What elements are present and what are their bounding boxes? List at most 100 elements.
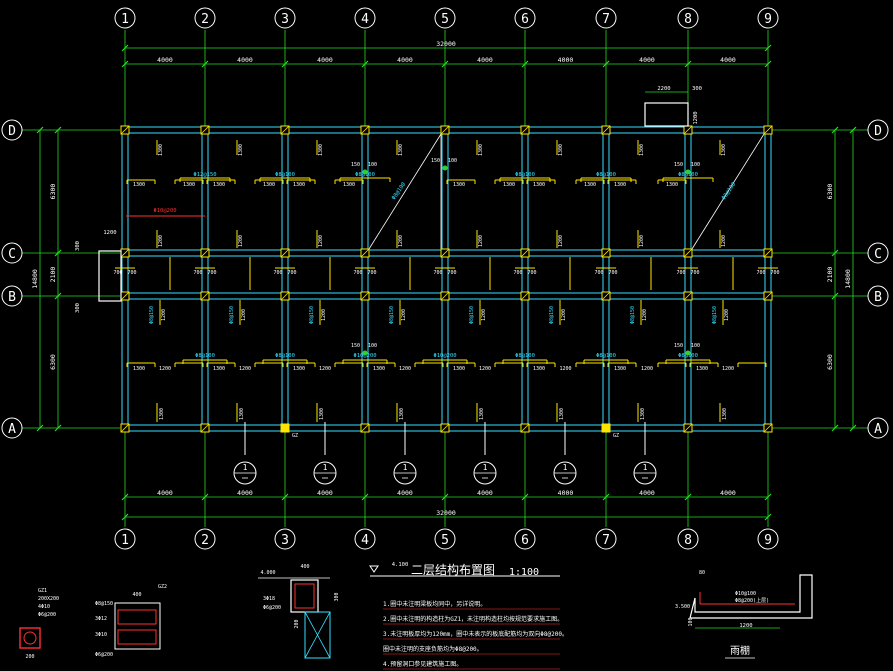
canopy-dim-w: 2200	[657, 86, 670, 92]
rebar-len: 1200	[641, 366, 653, 372]
dim-span-top: 4000	[558, 56, 574, 64]
sec1-ties: Φ6@200	[263, 605, 281, 611]
rebar-vert-len: 1300	[639, 144, 645, 156]
rebar-spec: Φ8@100	[515, 353, 535, 359]
dim-tick	[521, 60, 529, 68]
rebar-len: 1300	[453, 182, 465, 188]
axis-label-left: A	[8, 422, 16, 437]
column-hatch	[360, 423, 370, 433]
dim-row-span-left: 6300	[49, 354, 57, 370]
rebar-len: 1300	[614, 182, 626, 188]
column-hatch	[280, 291, 290, 301]
sec1-bars: 3Φ18	[263, 596, 275, 602]
axis-label-left: D	[8, 124, 16, 139]
drawing-scale: 1:100	[509, 567, 539, 578]
dim-row-span-right: 6300	[826, 354, 834, 370]
axis-bubble-right	[867, 417, 889, 439]
axis-label-top: 6	[521, 12, 529, 27]
rebar-vert-len: 1200	[158, 235, 164, 247]
rebar-vert-len: 1300	[239, 408, 245, 420]
rebar-len: 1300	[213, 366, 225, 372]
rebar-seg: 700	[527, 270, 536, 276]
axis-bubble-top	[514, 7, 536, 29]
rebar-vert-len: 1300	[722, 408, 728, 420]
gz2-d: Φ6@200	[95, 652, 113, 658]
axis-bubble-right	[867, 119, 889, 141]
gz2-dim: 400	[132, 592, 141, 598]
dim-tick	[764, 493, 772, 501]
rebar-vert-len: 1200	[481, 309, 487, 321]
axis-label-top: 7	[602, 12, 610, 27]
axis-bubble-right	[867, 242, 889, 264]
column-hatch	[683, 291, 693, 301]
dim-tick	[281, 60, 289, 68]
column-hatch	[763, 291, 773, 301]
pair-b: 100	[448, 158, 457, 164]
column-hatch	[683, 423, 693, 433]
axis-bubble-top	[194, 7, 216, 29]
rebar-len: 1200	[159, 366, 171, 372]
sec1-wall	[304, 611, 331, 659]
axis-label-top: 8	[684, 12, 692, 27]
canopy-c: Φ8@200(上层)	[735, 597, 769, 604]
pair-a: 150	[351, 162, 360, 168]
column-hatch	[520, 125, 530, 135]
dim-tick	[764, 513, 772, 521]
dim-span-bottom: 4000	[237, 489, 253, 497]
axis-label-bottom: 5	[441, 533, 449, 548]
rebar-len: 1200	[399, 366, 411, 372]
axis-label-bottom: 1	[121, 533, 129, 548]
axis-bubble-bottom	[274, 528, 296, 550]
gz2-b: 3Φ12	[95, 616, 107, 622]
dim-span-bottom: 4000	[477, 489, 493, 497]
axis-bubble-bottom	[434, 528, 456, 550]
axis-bubble-bottom	[194, 528, 216, 550]
axis-label-right: B	[874, 290, 882, 305]
axis-label-right: C	[874, 247, 882, 262]
rebar-len: 1300	[373, 366, 385, 372]
note-line: 圈中未注明的支座负筋均为Φ8@200。	[383, 645, 483, 653]
rebar-len: 1300	[183, 182, 195, 188]
rebar-vert-spec: Φ8@150	[389, 306, 395, 324]
rebar-len: 1200	[479, 366, 491, 372]
rebar-spec: Φ8@100	[596, 353, 616, 359]
axis-bubble-right	[867, 285, 889, 307]
dim-tick	[361, 60, 369, 68]
rebar-vert-len: 1200	[238, 235, 244, 247]
rebar-vert-len: 1300	[558, 144, 564, 156]
rebar-vert-len: 1300	[238, 144, 244, 156]
drawing-title: 二层结构布置图	[411, 562, 495, 577]
note-line: 1.圈中未注明梁板均同中，另详说明。	[383, 600, 486, 608]
pair-b: 100	[691, 343, 700, 349]
rebar-vert-len: 1200	[639, 235, 645, 247]
dim-span-top: 4000	[720, 56, 736, 64]
rebar-seg: 700	[273, 270, 282, 276]
section-number: 1	[483, 463, 488, 472]
rebar-vert-spec: Φ8@150	[549, 306, 555, 324]
rebar-spec: Φ8@100	[195, 353, 215, 359]
rebar-vert-len: 1300	[721, 144, 727, 156]
rebar-node	[362, 350, 368, 356]
rebar-vert-len: 1200	[478, 235, 484, 247]
canopy-section-outline	[689, 574, 813, 619]
axis-label-bottom: 3	[281, 533, 289, 548]
column-hatch	[520, 423, 530, 433]
axis-label-bottom: 4	[361, 533, 369, 548]
rebar-vert-spec: Φ8@150	[149, 306, 155, 324]
rebar-vert-len: 1200	[642, 309, 648, 321]
dim-tick	[121, 60, 129, 68]
rebar-spec: Φ8@100	[596, 172, 616, 178]
rebar-spec: Φ8@100	[275, 172, 295, 178]
gz2-c: 3Φ10	[95, 632, 107, 638]
canopy-elev: 3.500	[675, 604, 690, 610]
stair-diagonal	[691, 133, 765, 250]
rebar-vert-len: 1200	[401, 309, 407, 321]
gz1-dim: 200	[25, 654, 34, 660]
rebar-vert-len: 1300	[640, 408, 646, 420]
rebar-spec: Φ8@100	[678, 172, 698, 178]
gz1-bars: 4Φ10	[38, 604, 50, 610]
axis-bubble-top	[677, 7, 699, 29]
rebar-vert-len: 1200	[721, 235, 727, 247]
gz2-rebar-bot	[117, 629, 157, 645]
